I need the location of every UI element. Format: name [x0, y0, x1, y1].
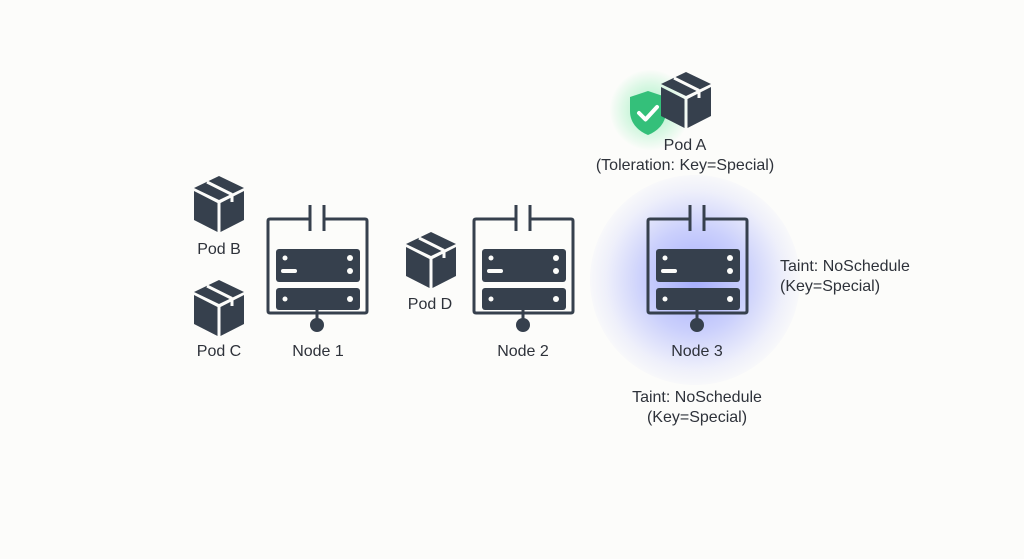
shield-check-icon	[630, 91, 666, 135]
node-3-label: Node 3	[671, 343, 723, 360]
taint-effect: Taint: NoSchedule	[632, 389, 762, 406]
box-icon	[404, 230, 458, 290]
pod-d-label: Pod D	[407, 296, 453, 313]
node-2-label: Node 2	[497, 343, 549, 360]
pod-a-label: Pod A	[663, 137, 707, 154]
taint-effect: Taint: NoSchedule	[780, 258, 910, 275]
pod-a-toleration: (Toleration: Key=Special)	[595, 157, 775, 174]
server-node-icon	[472, 203, 575, 334]
box-icon	[192, 278, 246, 338]
node-1-label: Node 1	[292, 343, 344, 360]
server-node-icon	[646, 203, 749, 334]
pod-b-label: Pod B	[197, 241, 241, 258]
taint-key: (Key=Special)	[646, 409, 748, 426]
server-node-icon	[266, 203, 369, 334]
box-icon	[659, 70, 713, 130]
pod-c-label: Pod C	[196, 343, 242, 360]
taint-key: (Key=Special)	[780, 278, 881, 295]
box-icon	[192, 174, 246, 234]
